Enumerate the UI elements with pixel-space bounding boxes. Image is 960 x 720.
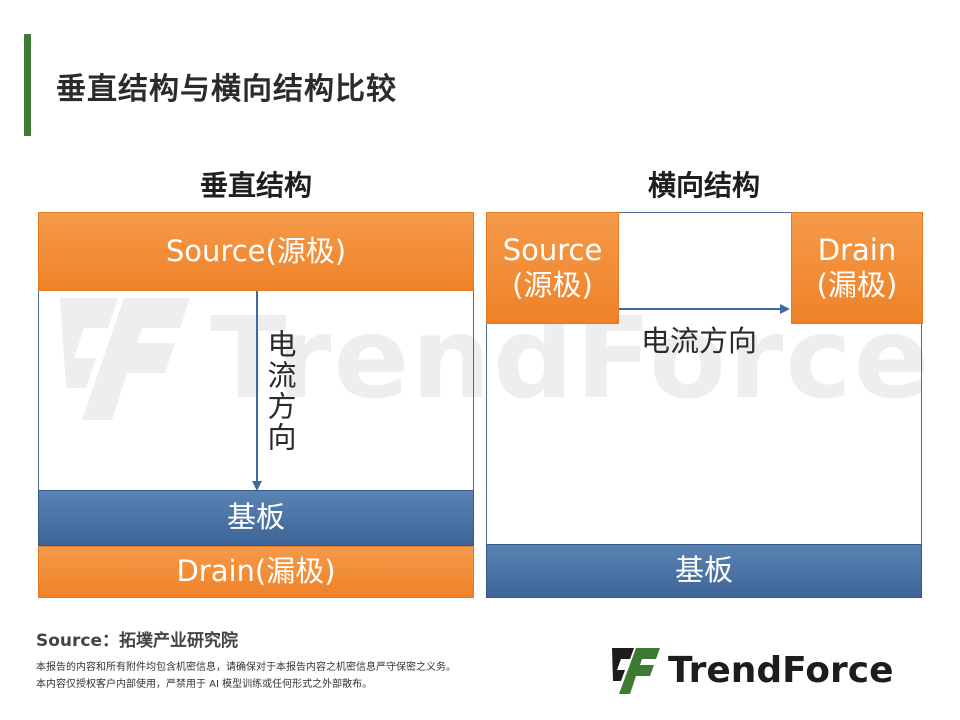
lateral-current-arrow-head — [780, 304, 790, 314]
vertical-source-block: Source(源极) — [38, 212, 474, 291]
vertical-structure-heading: 垂直结构 — [199, 169, 312, 202]
trendforce-logo: TrendForce — [612, 648, 932, 694]
lateral-drain-block: Drain (漏极) — [791, 212, 923, 324]
vertical-flow-label: 电流方向 — [263, 329, 297, 453]
lateral-current-arrow-line — [619, 308, 781, 310]
lateral-source-block: Source (源极) — [486, 212, 619, 324]
vertical-current-arrow-line — [256, 291, 258, 483]
lateral-structure-panel: Source (源极) Drain (漏极) 电流方向 基板 — [486, 212, 923, 598]
trendforce-logo-mark — [612, 648, 660, 694]
lateral-flow-label: 电流方向 — [641, 324, 758, 358]
vertical-drain-block: Drain(漏极) — [38, 546, 474, 598]
vertical-structure-panel: Source(源极) 电流方向 基板 Drain(漏极) — [38, 212, 474, 598]
disclaimer-line-2: 本内容仅授权客户内部使用，严禁用于 AI 模型训练或任何形式之外部散布。 — [36, 679, 373, 690]
source-citation: Source：拓墣产业研究院 — [36, 631, 239, 651]
vertical-current-arrow-head — [252, 481, 262, 491]
lateral-structure-heading: 横向结构 — [647, 169, 760, 202]
trendforce-logo-text: TrendForce — [668, 650, 894, 691]
title-accent-bar — [24, 34, 31, 136]
page-title: 垂直结构与横向结构比较 — [56, 72, 397, 107]
disclaimer-line-1: 本报告的内容和所有附件均包含机密信息，请确保对于本报告内容之机密信息严守保密之义… — [36, 662, 456, 673]
lateral-substrate-block: 基板 — [486, 544, 922, 598]
vertical-substrate-block: 基板 — [38, 490, 474, 546]
